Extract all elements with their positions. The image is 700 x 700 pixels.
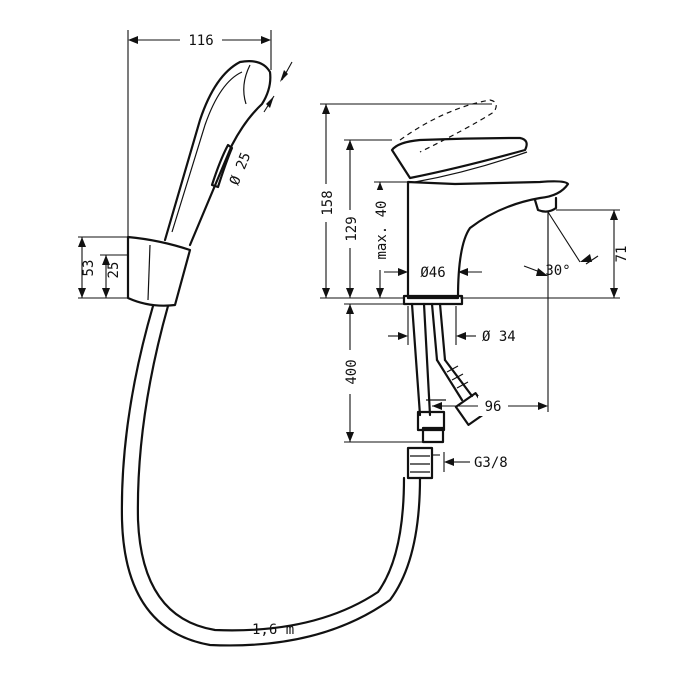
faucet-body bbox=[406, 180, 570, 300]
label-holder-height: 53 bbox=[81, 260, 97, 277]
dim-spout-height: 129 bbox=[340, 139, 392, 298]
dim-hole-diameter: Ø 34 bbox=[388, 306, 516, 345]
dim-spray-width: 116 bbox=[127, 30, 272, 237]
dim-base-diameter: Ø46 bbox=[384, 262, 482, 282]
label-spout-reach: 96 bbox=[485, 399, 502, 415]
label-overall-height: 158 bbox=[320, 190, 336, 215]
label-holder-inner: 25 bbox=[106, 262, 122, 279]
spray-holder bbox=[126, 235, 192, 307]
dim-overall-height: 158 bbox=[316, 103, 492, 299]
dim-max-clearance: max. 40 bbox=[370, 181, 408, 298]
lever bbox=[390, 136, 528, 180]
spray-hose-inner bbox=[136, 304, 406, 632]
dim-holder: 53 25 bbox=[78, 236, 128, 299]
label-max-clearance: max. 40 bbox=[374, 200, 390, 259]
dim-spout-angle: 30° bbox=[523, 211, 599, 279]
dim-hose-length-under: 400 bbox=[340, 303, 424, 443]
dim-thread: G3/8 bbox=[432, 452, 508, 472]
dim-spray-diameter: Ø 25 bbox=[227, 61, 293, 187]
spray-hose bbox=[120, 304, 422, 647]
label-hose-length-under: 400 bbox=[344, 359, 360, 384]
label-thread: G3/8 bbox=[474, 455, 508, 471]
label-outlet-height: 71 bbox=[614, 246, 630, 263]
dim-spout-reach: 96 bbox=[432, 214, 549, 416]
connection-hoses bbox=[406, 302, 490, 480]
lever-raised bbox=[399, 99, 497, 153]
label-spray-hose-length: 1,6 m bbox=[252, 622, 294, 638]
label-spout-height: 129 bbox=[344, 216, 360, 241]
faucet bbox=[390, 99, 570, 306]
dim-outlet-height: 71 bbox=[460, 209, 630, 299]
label-spout-angle: 30° bbox=[545, 263, 570, 279]
label-base-diameter: Ø46 bbox=[420, 265, 445, 281]
label-spray-diameter: Ø 25 bbox=[227, 150, 254, 187]
label-hole-diameter: Ø 34 bbox=[482, 329, 516, 345]
spout-outlet bbox=[533, 196, 558, 213]
label-spray-width: 116 bbox=[188, 33, 213, 49]
hand-spray bbox=[163, 60, 272, 247]
